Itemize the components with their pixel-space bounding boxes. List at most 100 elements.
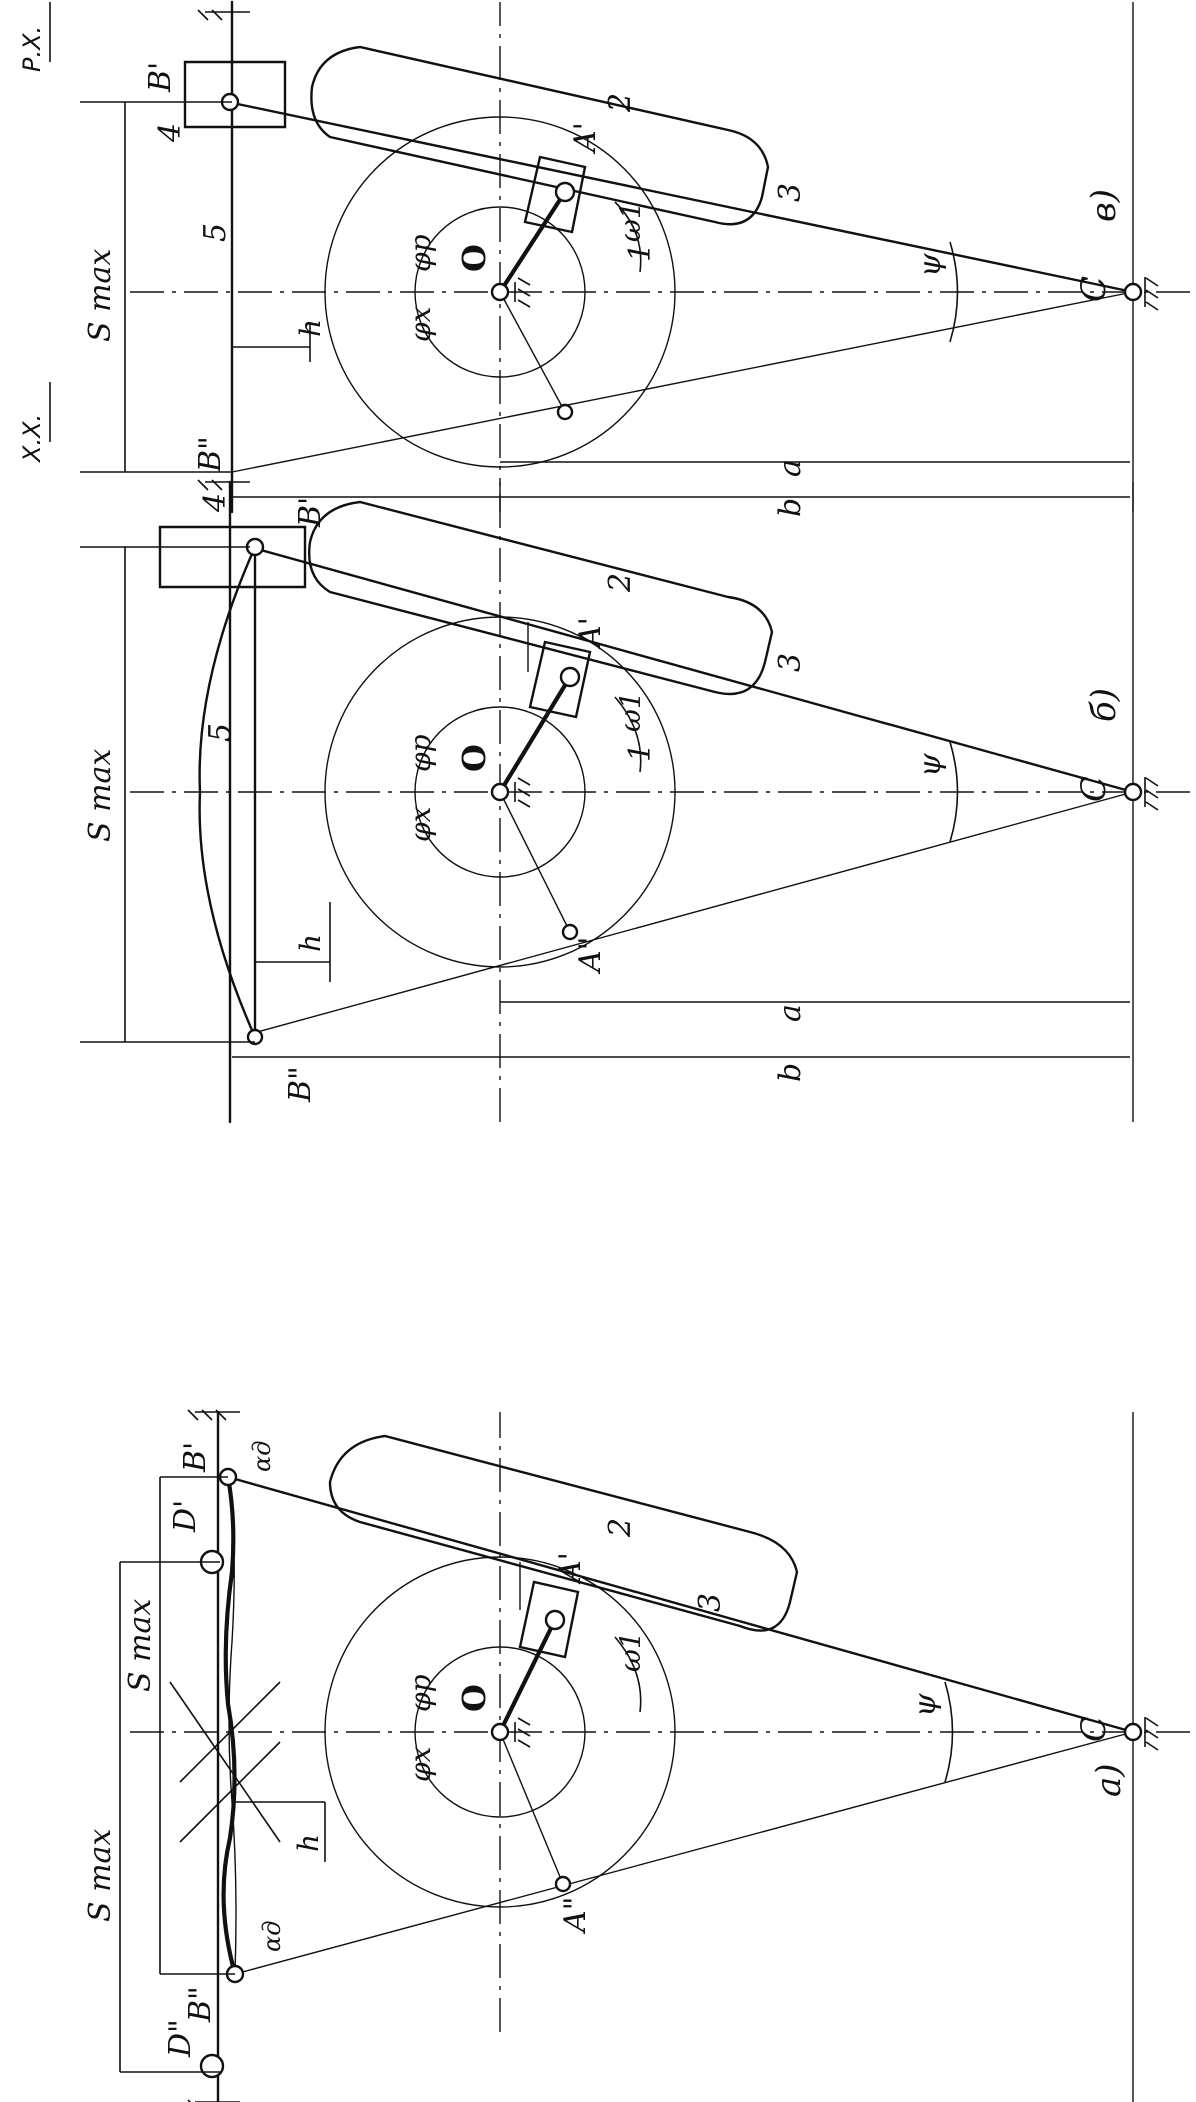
label-alpha2-a: αд [258,1921,286,1952]
rocker-c-b2-b [249,791,1134,1035]
label-d2-a: D" [163,2019,198,2058]
label-b2-b: B" [283,1066,318,1103]
label-phi-x-c: φx [404,306,437,342]
crank-circle-outer-c [324,116,676,468]
panel-b: O C A' A" B' B" ω1 φp φx ψ h S max a b 1… [80,479,1190,1124]
support-o-c [514,277,531,308]
joint-a2-c [556,403,574,421]
label-b2-c: B" [193,436,228,473]
label-smax-outer-a: S max [83,1829,118,1922]
label-link5-b: 5 [203,723,238,742]
crank-oa1-b [497,674,573,795]
label-link3-c: 3 [773,183,808,202]
label-phi-p-c: φp [404,234,437,272]
coupler-curve-b [198,545,257,1039]
rocker-c-b1-b [248,545,1135,794]
crossing-lines-a [169,1681,281,1843]
support-guide-right-a [187,1409,240,1421]
label-link2-b: 2 [603,573,638,593]
label-a-c: a [773,459,808,477]
label-d1-a: D' [168,1500,203,1533]
label-link3-a: 3 [693,1593,728,1612]
crank-circle-outer-a [324,1556,676,1908]
crank-oa2-b [499,791,571,933]
joint-a1-c [554,181,576,203]
label-smax-c: S max [83,249,118,342]
joint-a2-a [554,1875,572,1893]
label-h-b: h [294,934,327,952]
label-c-c: C [1074,276,1114,302]
omega-arrow-a [614,1636,642,1713]
rocker-c-b1-a [226,1475,1135,1734]
label-phi-x-b: φx [404,806,437,842]
joint-a1-b [559,666,581,688]
crank-oa1-a [497,1617,558,1735]
label-rx-c: Р.Х. [18,26,46,72]
label-b1-a: B' [178,1442,213,1473]
label-link2-c: 2 [603,93,638,113]
label-a1-b: A' [573,617,608,650]
label-o-b: O [455,744,493,772]
support-guide-b [197,479,250,491]
label-b1-c: B' [143,62,178,93]
joint-a2-b [561,923,579,941]
label-alpha1-a: αд [248,1441,276,1472]
label-b-b: b [773,1063,808,1082]
panel-a: O C A' A" B' B" D' D" ω1 φp φx ψ h αд αд… [83,1409,1190,2102]
support-c-a [1144,1717,1159,1751]
label-phi-p-a: φp [404,1674,437,1712]
rocker-c-b1-c [226,100,1135,294]
label-a2-b: A" [573,937,608,975]
slider-block-2-a [518,1580,580,1659]
label-c-a: C [1074,1716,1114,1742]
label-link5-c: 5 [198,223,233,242]
crank-circle-inner-c [414,206,586,378]
label-xx-c: Х.Х. [18,414,46,464]
label-link4-b: 4 [198,493,233,513]
joint-d2-a [199,2053,225,2079]
rocker-link-3-body-b [308,500,774,696]
label-h-c: h [294,319,327,337]
support-o-b [514,777,531,808]
crank-oa1-c [497,189,568,295]
label-link1-c: 1 [623,243,658,262]
joint-c-b [1123,782,1143,802]
label-omega-b: ω1 [614,691,647,732]
label-link2-a: 2 [603,1518,638,1538]
label-o-c: O [455,244,493,272]
label-smax-b: S max [83,749,118,842]
label-panel-c: в) [1084,189,1124,222]
slider-block-2-c [523,155,587,234]
label-omega-a: ω1 [614,1631,647,1672]
crank-oa2-a [499,1731,564,1885]
label-link3-b: 3 [773,653,808,672]
label-o-a: O [455,1684,493,1712]
label-a2-a: A" [558,1897,593,1935]
support-guide-c [197,9,250,21]
label-psi-a: ψ [908,1693,943,1717]
rocker-c-b2-a [234,1731,1134,1975]
rocker-c-b2-c [231,291,1134,473]
label-a1-c: A' [568,122,603,155]
label-link1-b: 1 [623,743,658,762]
psi-arc-b [949,741,959,843]
label-panel-a: a) [1089,1763,1129,1797]
joint-o-c [490,282,510,302]
support-c-c [1144,277,1159,311]
label-smax-inner-a: S max [123,1599,158,1692]
crank-circle-inner-a [414,1646,586,1818]
rocker-link-3-body-a [328,1434,799,1632]
label-phi-x-a: φx [404,1746,437,1782]
coupler-curve-lower-a [227,1476,237,1975]
psi-arc-c [949,241,959,343]
crank-oa2-c [499,291,566,413]
joint-b2-b [246,1028,264,1046]
label-a-b: a [773,1004,808,1022]
label-h-a: h [292,1834,325,1852]
joint-o-a [490,1722,510,1742]
label-psi-c: ψ [913,253,948,277]
label-b2-a: B" [183,1986,218,2023]
joint-a1-a [544,1609,566,1631]
label-panel-b: б) [1084,688,1124,722]
